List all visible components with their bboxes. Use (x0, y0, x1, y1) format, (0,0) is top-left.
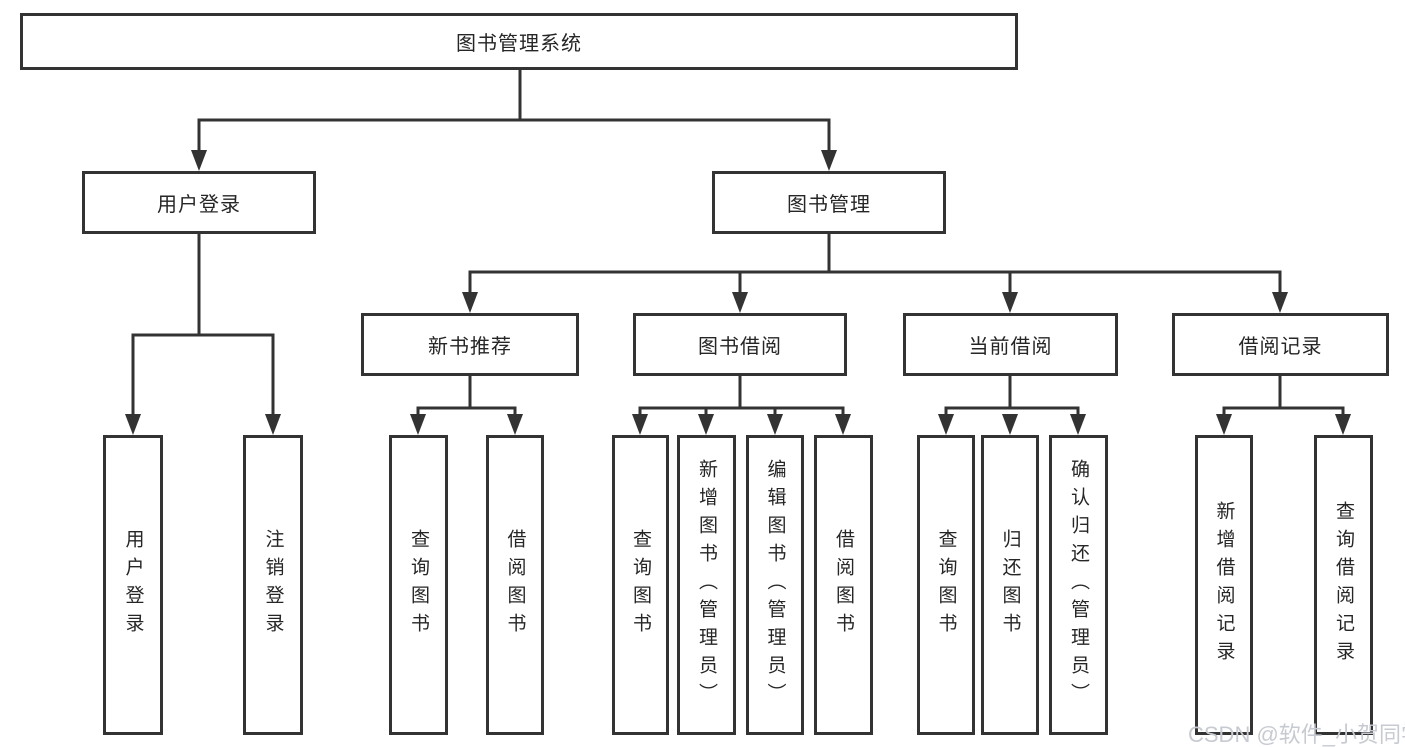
leaf-query-books-recommend: 查询图书 (389, 435, 448, 735)
node-book-management: 图书管理 (712, 171, 946, 234)
leaf-add-book-admin-label: 新增图书（管理员） (696, 459, 717, 711)
leaf-query-borrow-record-label: 查询借阅记录 (1333, 501, 1354, 669)
leaf-return-book-label: 归还图书 (999, 529, 1021, 641)
node-current-borrow: 当前借阅 (903, 313, 1118, 376)
leaf-user-login: 用户登录 (103, 435, 163, 735)
leaf-add-borrow-record: 新增借阅记录 (1195, 435, 1253, 735)
leaf-borrow-books-label: 借阅图书 (833, 529, 854, 641)
node-borrow-records: 借阅记录 (1172, 313, 1389, 376)
node-user-login: 用户登录 (82, 171, 316, 234)
leaf-query-borrow-record: 查询借阅记录 (1314, 435, 1373, 735)
leaf-return-book: 归还图书 (981, 435, 1039, 735)
node-book-borrow: 图书借阅 (633, 313, 847, 376)
leaf-query-books-borrow-label: 查询图书 (630, 529, 651, 641)
watermark-text: CSDN @软件_小贺同学 (1188, 722, 1405, 747)
leaf-logout-login-label: 注销登录 (262, 529, 284, 641)
leaf-confirm-return-admin: 确认归还（管理员） (1049, 435, 1108, 735)
leaf-confirm-return-admin-label: 确认归还（管理员） (1068, 459, 1089, 711)
leaf-edit-book-admin-label: 编辑图书（管理员） (764, 459, 786, 711)
node-new-book-recommend: 新书推荐 (361, 313, 579, 376)
leaf-add-borrow-record-label: 新增借阅记录 (1213, 501, 1235, 669)
node-library-system: 图书管理系统 (20, 13, 1018, 70)
leaf-user-login-label: 用户登录 (122, 529, 144, 641)
leaf-borrow-books-recommend-label: 借阅图书 (504, 529, 526, 641)
leaf-query-books-current-label: 查询图书 (935, 529, 957, 641)
leaf-logout-login: 注销登录 (243, 435, 303, 735)
leaf-edit-book-admin: 编辑图书（管理员） (746, 435, 804, 735)
leaf-add-book-admin: 新增图书（管理员） (677, 435, 736, 735)
leaf-borrow-books: 借阅图书 (814, 435, 873, 735)
leaf-query-books-recommend-label: 查询图书 (408, 529, 429, 641)
leaf-query-books-borrow: 查询图书 (612, 435, 669, 735)
leaf-query-books-current: 查询图书 (917, 435, 975, 735)
leaf-borrow-books-recommend: 借阅图书 (486, 435, 544, 735)
